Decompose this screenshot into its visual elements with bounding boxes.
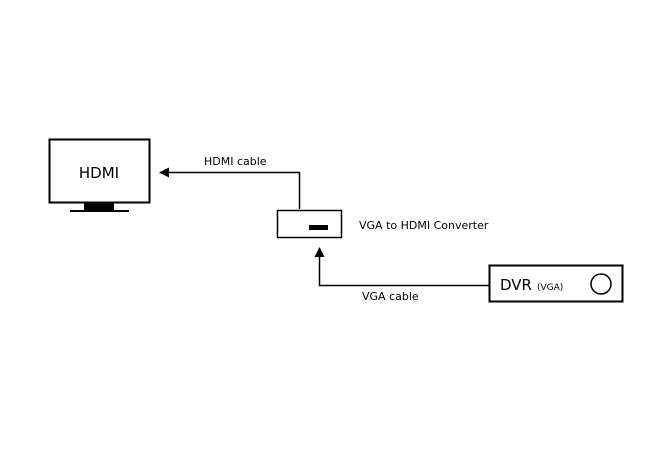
tv-screen: [48, 138, 151, 204]
hdmi-cable-line: [159, 167, 301, 209]
converter-body: [276, 209, 343, 239]
converter-label: VGA to HDMI Converter: [359, 219, 489, 232]
vga-cable-label: VGA cable: [362, 290, 419, 303]
dvr-knob-icon: [590, 273, 612, 295]
dvr-body: [488, 264, 624, 303]
dvr-device: DVR (VGA): [488, 264, 624, 303]
vga-cable-line: [314, 247, 489, 287]
vga-to-hdmi-converter: [276, 209, 343, 239]
dvr-label: DVR: [500, 276, 532, 294]
dvr-sublabel: (VGA): [537, 283, 563, 293]
tv-stand-base: [70, 210, 129, 212]
tv-monitor: HDMI: [48, 138, 151, 212]
converter-port: [309, 225, 328, 230]
tv-label: HDMI: [79, 164, 119, 182]
tv-stand-neck: [84, 203, 114, 210]
hdmi-cable-label: HDMI cable: [204, 155, 267, 168]
